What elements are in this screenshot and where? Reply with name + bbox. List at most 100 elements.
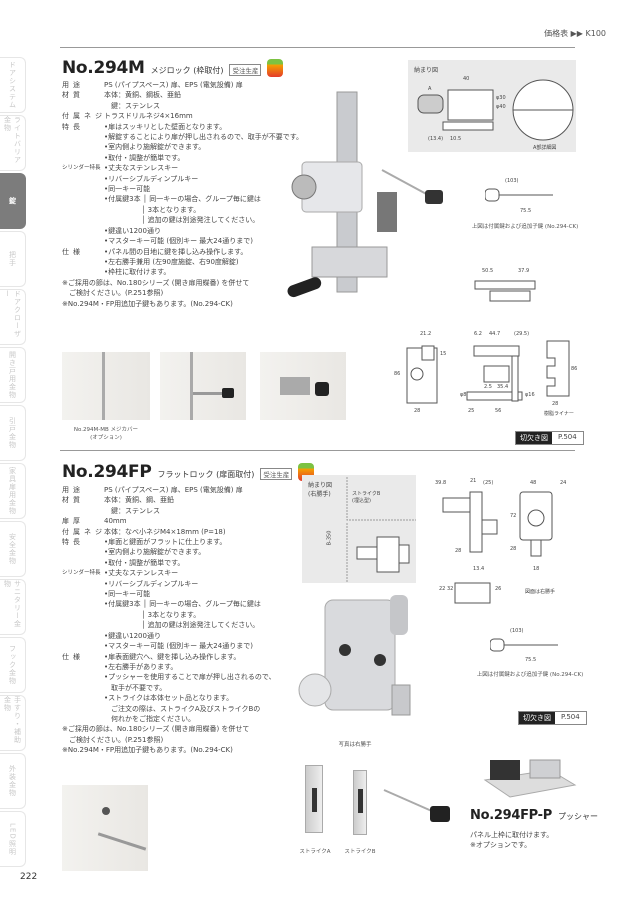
side-tab[interactable]: 家具扉用金物: [0, 463, 26, 519]
spec-line: │ 3本となります。: [104, 205, 201, 214]
spec-line: •同一キー可能: [104, 185, 151, 194]
key-caption: 上図は付属鍵および追加子鍵 (No.294-CK): [476, 672, 584, 678]
spec-line: •鍵違い1200通り: [104, 631, 161, 640]
spec-row: 用途 PS (パイプスペース) 扉、EPS (電気設備) 扉: [62, 80, 302, 90]
dim: 26: [495, 586, 502, 592]
spec-line: •丈夫なステンレスキー: [104, 569, 179, 578]
spec-line: •マスターキー可能 (個別キー 最大24通りまで): [104, 237, 253, 246]
spec-label: 用途: [62, 81, 84, 89]
spec-label: シリンダー特長: [62, 570, 101, 577]
dim: 72: [510, 513, 517, 519]
spec-line: •扉表面鍵穴へ、鍵を挿し込み操作します。: [104, 652, 241, 661]
spec-line: •付属鍵3本 │ 同一キーの場合、グループ毎に鍵は: [104, 195, 261, 204]
spec-value: •扉はスッキリとした壁面となります。•解錠することにより扉が押し出されるので、取…: [104, 122, 303, 164]
dim: 40: [463, 76, 470, 82]
side-tab[interactable]: 引戸金物: [0, 405, 26, 461]
dim: φ40: [496, 104, 506, 110]
spec-label: 仕様: [62, 652, 84, 661]
key-drawing-294fp: (103) 75.5: [485, 628, 565, 668]
cover-caption: No.294M-MB メジカバー(オプション): [73, 427, 139, 441]
side-tab[interactable]: サニタリー金物: [0, 579, 26, 635]
spec-line: •左右勝手兼用 (左90度施錠、右90度解錠): [104, 257, 239, 266]
dim: 22: [439, 586, 446, 592]
header-rule: [60, 47, 575, 48]
strike-a-photo: [305, 765, 323, 833]
top-view-drawing: 50.5 37.9: [470, 268, 550, 308]
product-name: フラットロック (扉面取付): [157, 470, 255, 479]
spec-label: 特長: [62, 122, 84, 131]
spec-line: •取付・調整が簡単です。: [104, 153, 185, 162]
spec-line: 鍵：ステンレス: [104, 506, 160, 515]
side-tab[interactable]: 錠: [0, 173, 26, 229]
pusher-name: プッシャー: [558, 812, 598, 821]
spec-line: •扉はスッキリとした壁面となります。: [104, 122, 227, 131]
spec-line: •マスターキー可能 (個別キー 最大24通りまで): [104, 642, 253, 651]
spec-label: 付属ネジ: [62, 112, 106, 121]
spec-value: •パネル間の目地に鍵を挿し込み操作します。•左右勝手兼用 (左90度施錠、右90…: [104, 247, 302, 278]
installation-label: 納まり図: [414, 67, 439, 74]
dim: φ8: [460, 392, 467, 398]
dim: φ30: [496, 95, 506, 101]
dim: 56: [495, 408, 502, 414]
side-tab[interactable]: ドアクローザー: [0, 289, 26, 345]
side-tab[interactable]: 開き戸用金物: [0, 347, 26, 403]
side-tab[interactable]: フック金物: [0, 637, 26, 693]
dim: 10.5: [450, 136, 462, 142]
strike-b-photo: [353, 770, 367, 835]
product-number: No.294M: [62, 58, 145, 78]
spec-line: │ 追加の鍵は別途発注してください。: [104, 216, 260, 225]
dim: 37.9: [518, 268, 530, 274]
spec-line: •付属鍵3本 │ 同一キーの場合、グループ毎に鍵は: [104, 600, 261, 609]
side-tab[interactable]: 安全金物: [0, 521, 26, 577]
side-tab[interactable]: 外装金物: [0, 753, 26, 809]
dim: (13.4): [428, 136, 444, 142]
spec-label: シリンダー特長: [62, 165, 101, 172]
dim: 21: [470, 478, 477, 484]
pusher-title: No.294FP-P プッシャー: [470, 808, 598, 823]
side-tab[interactable]: 手すり・補助金物: [0, 695, 26, 751]
spec-line: 本体：なべ小ネジM4×18mm (P=18): [104, 527, 226, 536]
dim: 28: [455, 548, 462, 554]
side-tab[interactable]: 把手: [0, 231, 26, 287]
spec-row: 材質本体：黄銅、鋼、亜鉛 鍵：ステンレス: [62, 495, 302, 516]
side-tab[interactable]: ライトバリア金物: [0, 115, 26, 171]
dim: 13.4: [473, 566, 485, 572]
note-line: ※No.294M・FP用追加子鍵もあります。(No.294-CK): [62, 746, 233, 755]
product-title-294fp: No.294FP フラットロック (扉面取付) 受注生産: [62, 462, 315, 482]
product-number: No.294FP: [62, 462, 152, 482]
spec-line: •同一キー可能: [104, 590, 151, 599]
made-to-order-badge: 受注生産: [260, 468, 293, 480]
spec-value: 40mm: [104, 516, 302, 526]
installation-diagram-294fp: 納まり図(右勝手) ストライクB(埋込型) B-350: [302, 475, 416, 583]
dim: 28: [414, 408, 421, 414]
key-photo-icon: [383, 789, 450, 822]
spec-label: 特長: [62, 538, 84, 547]
price-table-ref[interactable]: 価格表 ▶▶ K100: [544, 29, 606, 38]
product-name: メジロック (枠取付): [150, 66, 224, 75]
dim: 15: [440, 351, 447, 357]
side-tab[interactable]: ドアシステム: [0, 57, 26, 113]
section-divider: [60, 450, 575, 451]
made-to-order-badge: 受注生産: [229, 64, 262, 76]
photo-caption: 写真は右勝手: [338, 742, 372, 748]
spec-label: 付属ネジ: [62, 527, 106, 536]
spec-label: 材質: [62, 496, 84, 505]
spec-line: 何れかをご指定ください。: [104, 714, 195, 723]
spec-line: 鍵：ステンレス: [104, 101, 160, 110]
spec-value: トラスドリルネジ4×16mm: [104, 111, 302, 121]
dim: (103): [505, 178, 519, 184]
spec-line: •パネル間の目地に鍵を挿し込み操作します。: [104, 247, 248, 256]
usage-photo-2: [160, 352, 246, 420]
side-tab[interactable]: LED照明: [0, 811, 26, 867]
dim: (25): [483, 480, 494, 486]
spec-line: •枠柱に取付けます。: [104, 268, 171, 277]
spec-line: PS (パイプスペース) 扉、EPS (電気設備) 扉: [104, 81, 243, 89]
spec-value: 本体：なべ小ネジM4×18mm (P=18): [104, 527, 302, 537]
product-photo-294m: [282, 72, 402, 312]
spec-line: •取付・調整が簡単です。: [104, 558, 185, 567]
spec-label: 材質: [62, 91, 84, 100]
